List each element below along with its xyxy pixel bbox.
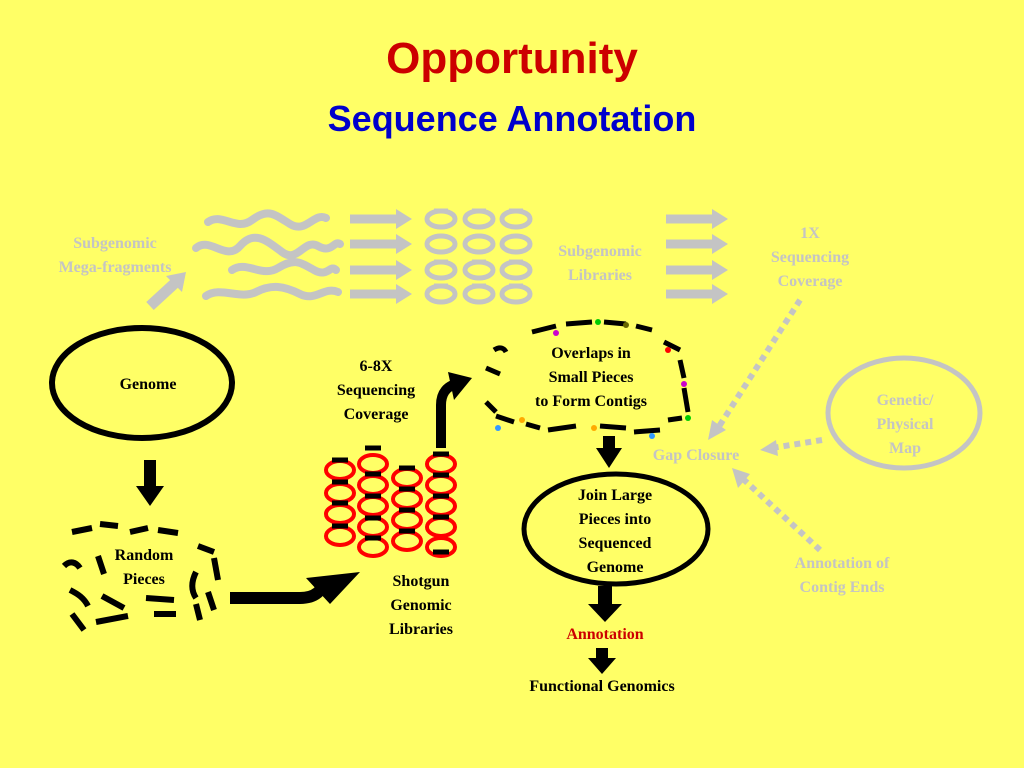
label-subgenomic-mega: Subgenomic Mega-fragments bbox=[40, 232, 190, 280]
label-gap-closure: Gap Closure bbox=[652, 447, 740, 464]
label-line: Sequencing bbox=[336, 382, 416, 399]
label-line: Libraries bbox=[568, 267, 632, 284]
label-annotation: Annotation bbox=[566, 626, 644, 643]
coverage-to-gap-arrow bbox=[708, 298, 803, 440]
label-line: Libraries bbox=[389, 621, 453, 638]
slide-title: Opportunity bbox=[386, 34, 638, 83]
annotation-to-functional-arrow bbox=[588, 648, 616, 674]
label-line: Shotgun bbox=[392, 573, 450, 590]
label-line: Genome bbox=[586, 559, 644, 576]
label-line: Overlaps in bbox=[551, 345, 631, 362]
label-line: to Form Contigs bbox=[535, 393, 647, 410]
label-line: Genomic bbox=[390, 597, 452, 614]
pieces-to-shotgun-arrow bbox=[230, 572, 360, 604]
contigs-to-join-arrow bbox=[596, 436, 622, 468]
label-annotation-contig-ends: Annotation of Contig Ends bbox=[772, 552, 912, 600]
mega-to-library-arrows bbox=[350, 209, 412, 304]
label-line: Physical bbox=[876, 416, 934, 433]
label-genetic-map: Genetic/ Physical Map bbox=[850, 389, 960, 461]
library-to-coverage-arrows bbox=[666, 209, 728, 304]
label-line: Pieces bbox=[123, 571, 165, 588]
label-subgenomic-libraries: Subgenomic Libraries bbox=[540, 240, 660, 288]
genetic-map-ellipse bbox=[825, 355, 983, 471]
mega-fragments bbox=[192, 209, 344, 301]
genome-ellipse bbox=[49, 325, 235, 441]
label-line: Random bbox=[114, 547, 174, 564]
label-line: Coverage bbox=[777, 273, 843, 290]
label-line: Coverage bbox=[343, 406, 409, 423]
label-genome: Genome bbox=[119, 376, 177, 393]
label-line: 1X bbox=[800, 225, 820, 242]
label-line: Genetic/ bbox=[876, 392, 934, 409]
label-line: Subgenomic bbox=[558, 243, 642, 260]
label-shotgun-libraries: Shotgun Genomic Libraries bbox=[376, 570, 466, 642]
label-line: Map bbox=[889, 440, 921, 457]
contig-end-markers bbox=[495, 319, 691, 439]
label-one-x-coverage: 1X Sequencing Coverage bbox=[750, 222, 870, 294]
label-overlaps: Overlaps in Small Pieces to Form Contigs bbox=[506, 342, 676, 414]
random-pieces-cluster bbox=[61, 521, 221, 632]
contig-cluster bbox=[484, 319, 691, 435]
label-line: Small Pieces bbox=[548, 369, 634, 386]
label-line: Subgenomic bbox=[73, 235, 157, 252]
genome-to-pieces-arrow bbox=[136, 460, 164, 506]
join-large-ellipse bbox=[521, 471, 711, 587]
label-functional-genomics: Functional Genomics bbox=[529, 678, 675, 695]
label-line: Annotation of bbox=[794, 555, 890, 572]
label-line: Contig Ends bbox=[799, 579, 885, 596]
label-line: Sequenced bbox=[578, 535, 652, 552]
slide-subtitle: Sequence Annotation bbox=[327, 98, 697, 139]
shotgun-insert-bars bbox=[332, 445, 449, 555]
label-line: 6-8X bbox=[359, 358, 393, 375]
label-line: Mega-fragments bbox=[58, 259, 172, 276]
map-to-gap-arrow bbox=[760, 437, 823, 456]
label-random-pieces: Random Pieces bbox=[104, 544, 184, 592]
label-line: Sequencing bbox=[770, 249, 850, 266]
library-insert-bars bbox=[434, 208, 523, 289]
label-line: Join Large bbox=[577, 487, 653, 504]
genome-to-mega-arrow bbox=[146, 272, 186, 311]
label-line: Pieces into bbox=[578, 511, 652, 528]
join-to-annotation-arrow bbox=[588, 586, 622, 622]
shotgun-to-contigs-arrow bbox=[436, 372, 472, 448]
contig-ends-to-gap-arrow bbox=[732, 468, 823, 553]
label-six-eight-x: 6-8X Sequencing Coverage bbox=[316, 355, 436, 427]
label-join-large: Join Large Pieces into Sequenced Genome bbox=[550, 484, 680, 580]
